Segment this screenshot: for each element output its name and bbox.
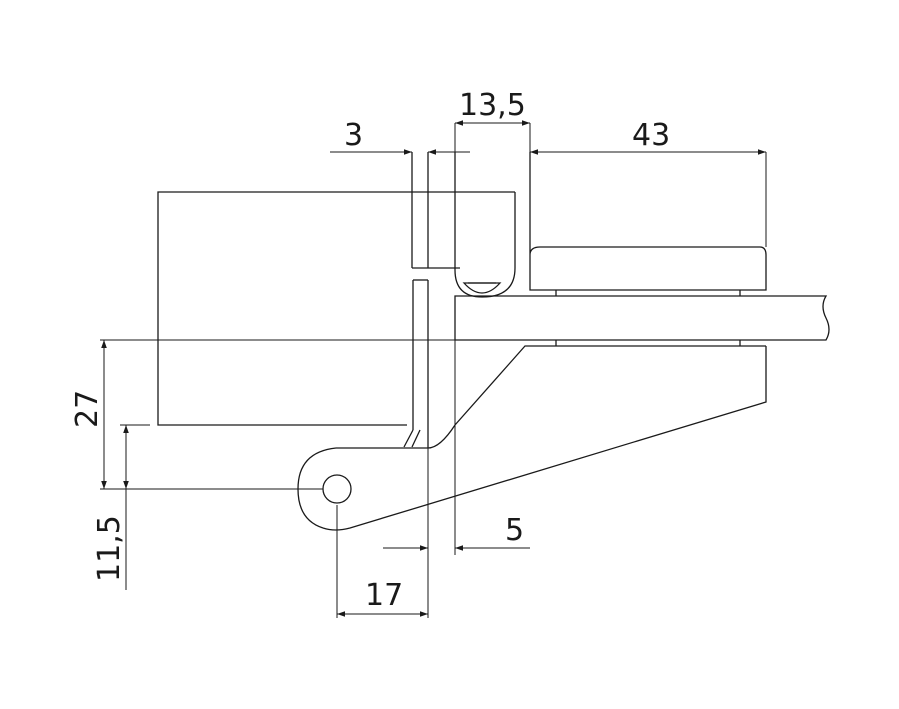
wall-block: [157, 191, 516, 426]
dimension-label-5: 5: [505, 513, 524, 548]
dimension-43: 43: [530, 118, 766, 155]
glass-section: [454, 295, 830, 341]
dimension-label-11-5: 11,5: [92, 515, 127, 582]
hinge-arm: [297, 340, 767, 531]
dimension-label-43: 43: [632, 118, 670, 153]
extension-lines: [100, 123, 531, 618]
glass-panel: [454, 295, 830, 341]
dimension-11-5: 11,5: [92, 425, 129, 590]
roller-pin: [454, 152, 516, 298]
clamp-cap: [529, 152, 767, 296]
dimension-3: 3: [330, 118, 470, 155]
dimension-label-3: 3: [344, 118, 363, 153]
dimension-13-5: 13,5: [455, 88, 530, 126]
dimension-label-13-5: 13,5: [459, 88, 526, 123]
dimension-label-27: 27: [70, 390, 105, 428]
dimension-27: 27: [70, 340, 107, 489]
pivot-hole: [322, 474, 352, 504]
dimension-label-17: 17: [365, 578, 403, 613]
dimension-17: 17: [337, 578, 428, 617]
dimension-5: 5: [383, 513, 530, 551]
hinge-leaf: [403, 152, 460, 448]
